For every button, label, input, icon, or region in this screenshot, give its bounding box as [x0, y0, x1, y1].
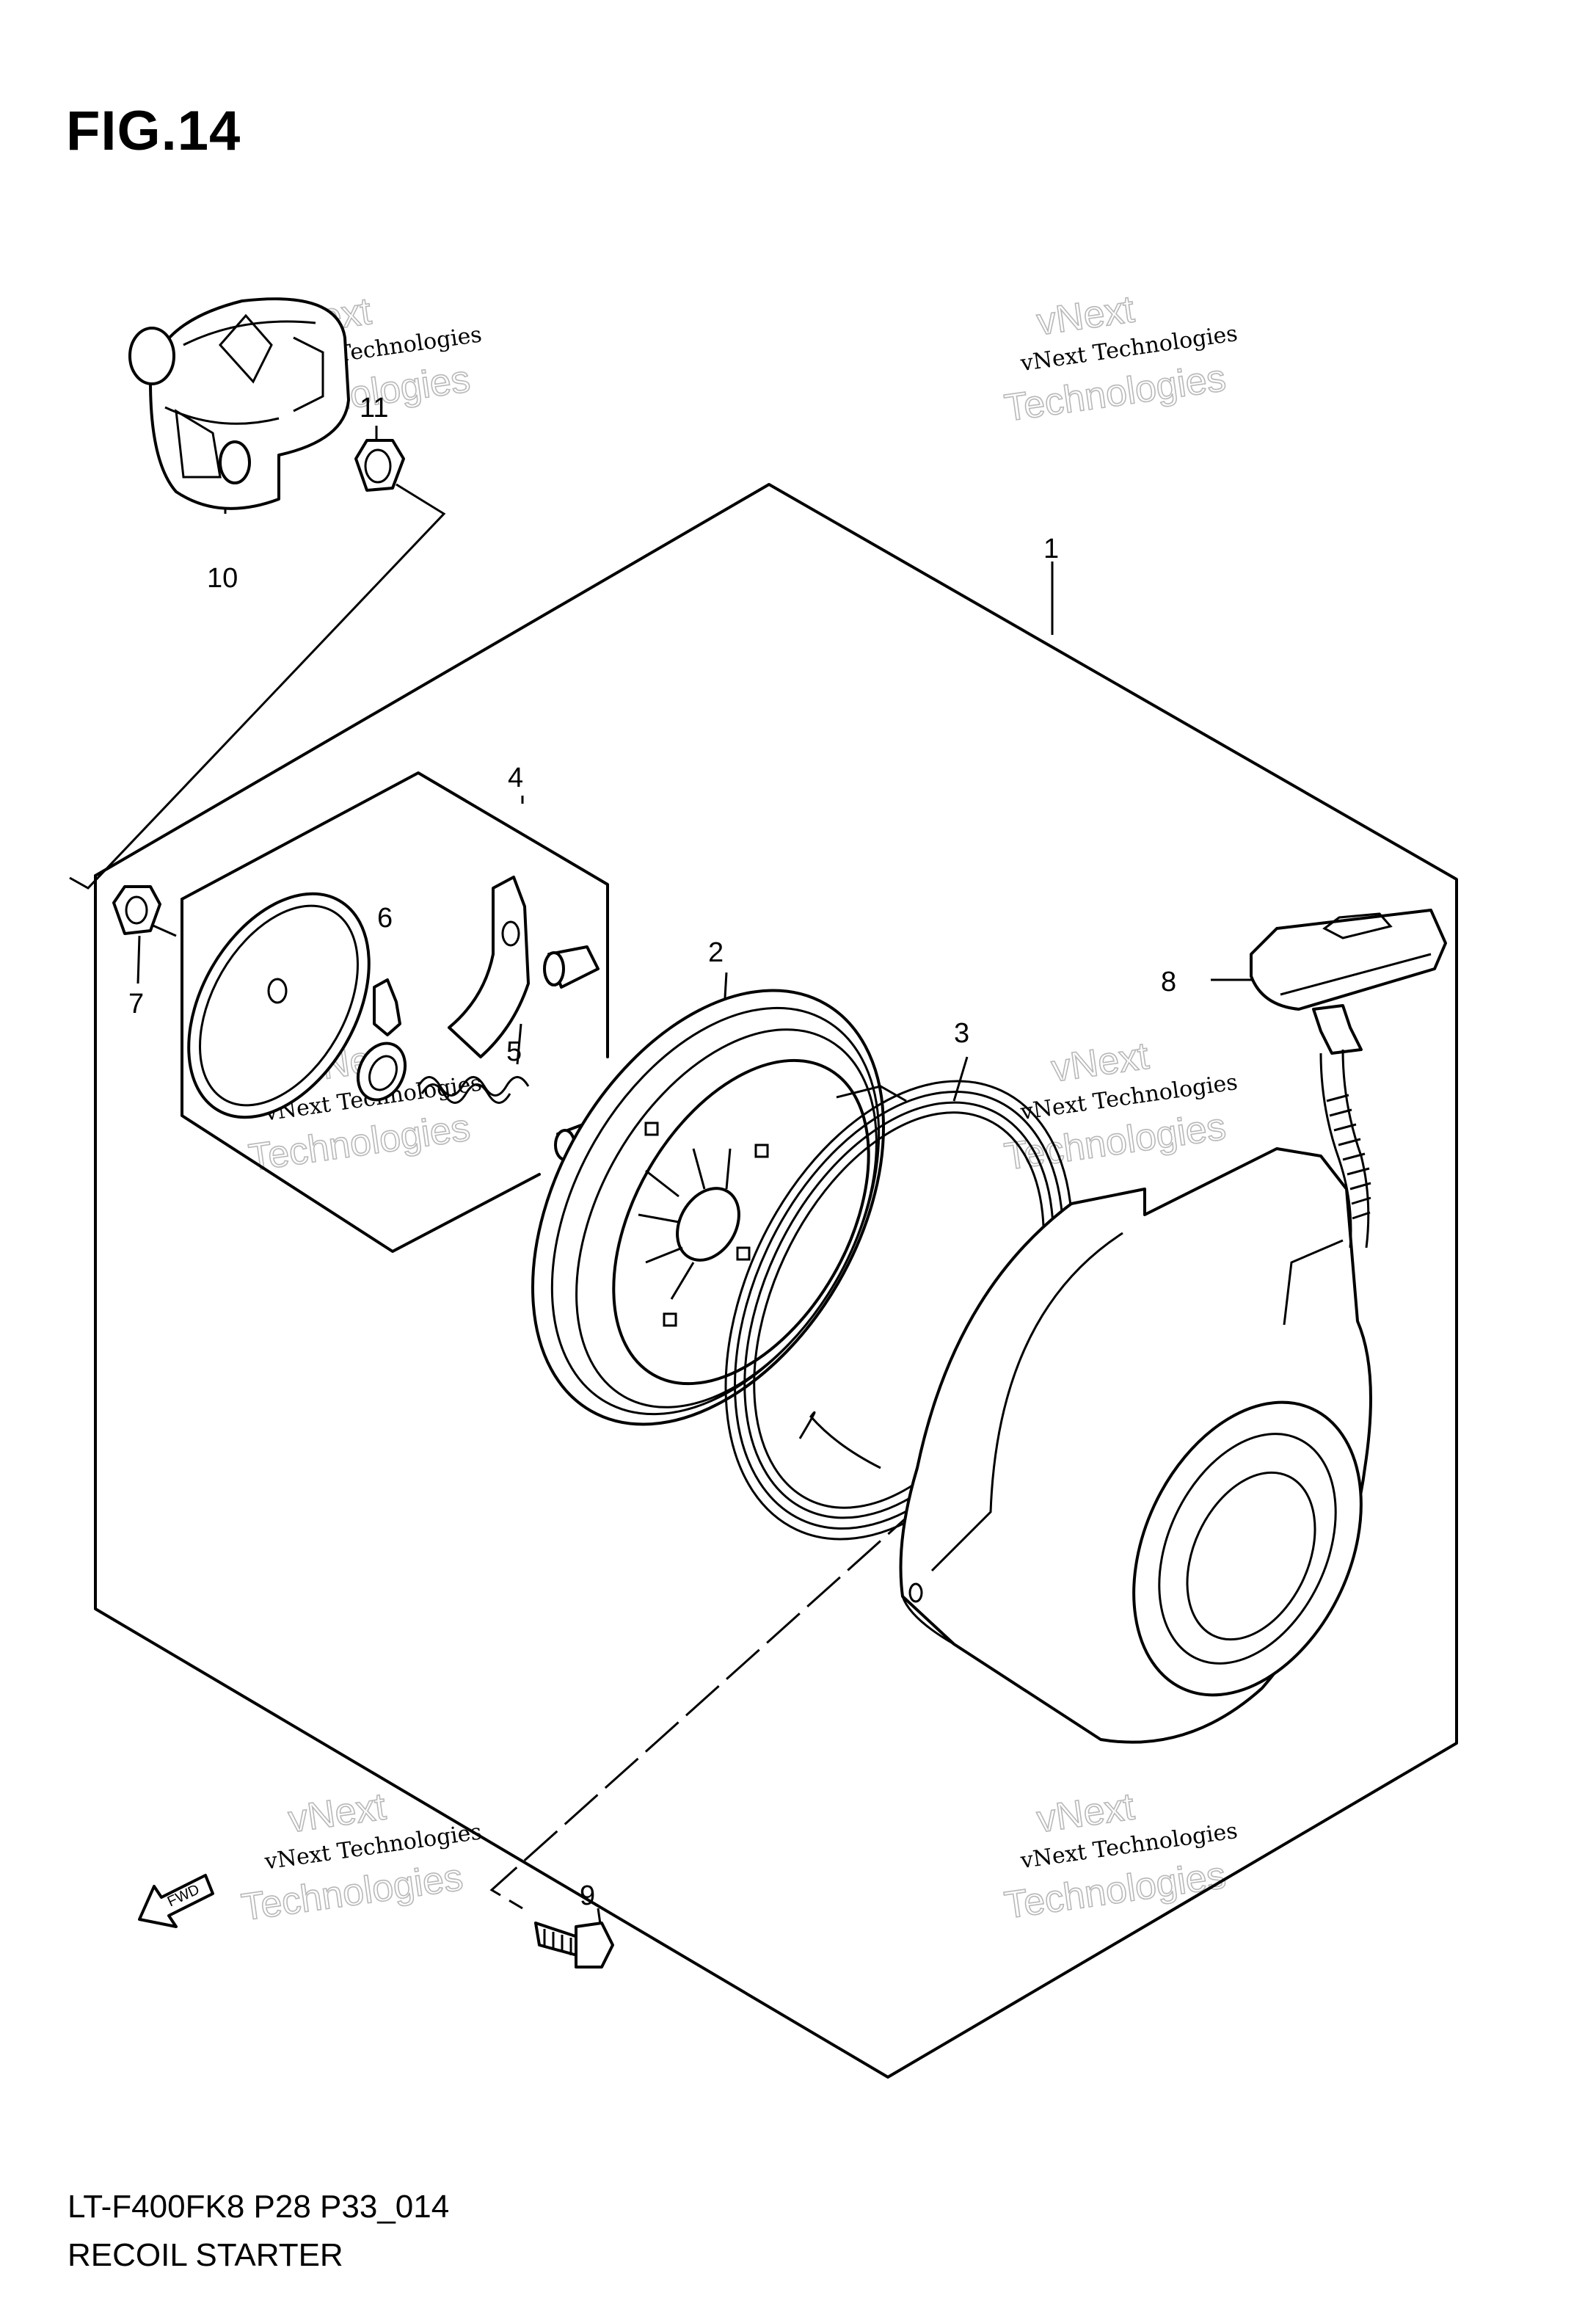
sub-assembly-outline — [181, 771, 609, 1253]
callout-9: 9 — [580, 1880, 595, 1911]
part-11-nut — [354, 439, 405, 492]
callout-labels: 1 2 3 4 5 6 7 8 9 10 11 — [128, 393, 1176, 1911]
figure-title: FIG.14 — [66, 100, 241, 162]
part-8-starter-handle — [1250, 909, 1447, 1248]
callout-1: 1 — [1043, 534, 1059, 564]
recoil-case — [899, 1147, 1372, 1744]
watermark-middle-right: vNext vNext Technologies Technologies — [1002, 1034, 1239, 1179]
svg-text:vNext: vNext — [286, 1785, 389, 1841]
callout-3: 3 — [954, 1018, 969, 1049]
callout-2: 2 — [708, 937, 724, 968]
fwd-arrow-icon: FWD — [138, 1874, 214, 1928]
diagram-caption: RECOIL STARTER — [68, 2237, 343, 2273]
leader-lines — [69, 426, 1269, 1935]
part-6-guide — [356, 978, 407, 1102]
callout-4: 4 — [508, 763, 523, 793]
watermark-top-right: vNext vNext Technologies Technologies — [1002, 288, 1239, 431]
part-9-bolt — [534, 1922, 614, 1969]
watermark-bottom-right: vNext vNext Technologies Technologies — [1002, 1785, 1239, 1928]
svg-text:vNext: vNext — [1035, 1785, 1137, 1841]
model-code: LT-F400FK8 P28 P33_014 — [68, 2189, 450, 2225]
part-7-nut — [112, 885, 161, 935]
callout-5: 5 — [506, 1036, 522, 1067]
watermark-bottom-left: vNext vNext Technologies Technologies — [238, 1785, 484, 1930]
washer-plate — [187, 892, 371, 1119]
callout-8: 8 — [1161, 967, 1176, 997]
svg-text:vNext: vNext — [1035, 288, 1137, 343]
part-4-pawl — [448, 876, 530, 1058]
part-2-reel — [531, 989, 885, 1426]
assembly-outline — [94, 483, 1458, 2079]
part-10-ratchet-hub — [128, 297, 350, 510]
svg-text:vNext: vNext — [1049, 1035, 1151, 1091]
callout-7: 7 — [128, 989, 144, 1019]
callout-10: 10 — [207, 563, 238, 594]
callout-11: 11 — [360, 393, 388, 423]
callout-6: 6 — [377, 903, 393, 934]
